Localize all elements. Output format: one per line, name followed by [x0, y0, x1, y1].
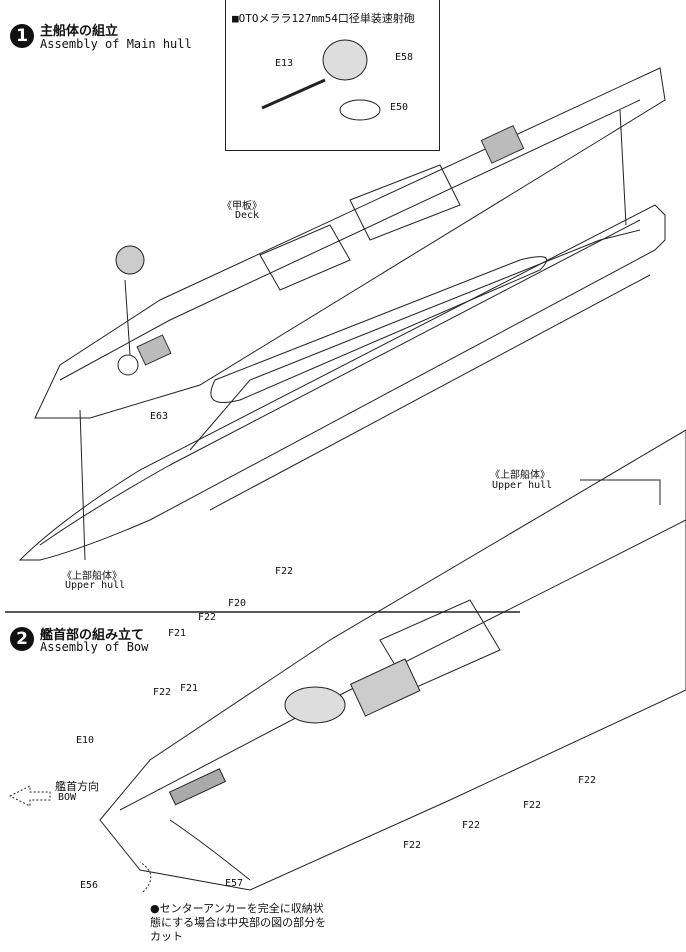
- part-f22: F22: [275, 566, 294, 577]
- part-e63: E63: [150, 411, 169, 422]
- bow-direction-en: BOW: [58, 792, 77, 803]
- part-f22: F22: [403, 840, 422, 851]
- upper-hull-label-2-en: Upper hull: [492, 480, 553, 491]
- anchor-note: ●センターアンカーを完全に収納状態にする場合は中央部の図の部分をカット: [150, 902, 327, 943]
- step-2-number: 2: [10, 627, 34, 651]
- part-e50: E50: [390, 102, 409, 113]
- upper-hull-part: [18, 204, 666, 561]
- part-f21: F21: [180, 683, 199, 694]
- part-f22: F22: [198, 612, 217, 623]
- part-f20: F20: [228, 598, 247, 609]
- part-e57: E57: [225, 878, 244, 889]
- step-2-title-en: Assembly of Bow: [40, 640, 149, 654]
- bow-direction-jp: 艦首方向: [55, 780, 99, 793]
- step-1-title-jp: 主船体の組立: [40, 24, 119, 39]
- part-e56: E56: [80, 880, 99, 891]
- part-f21: F21: [168, 628, 187, 639]
- bow-hull-part: [99, 429, 686, 891]
- deck-part: [34, 67, 666, 419]
- step-1-title-en: Assembly of Main hull: [40, 37, 192, 51]
- gun-inset-box: [225, 0, 440, 151]
- part-e13: E13: [275, 58, 294, 69]
- deck-label-jp: 《甲板》: [222, 201, 262, 212]
- part-e58: E58: [395, 52, 414, 63]
- part-f22: F22: [462, 820, 481, 831]
- step-2-title-jp: 艦首部の組み立て: [40, 628, 145, 643]
- deck-label-en: Deck: [235, 210, 260, 221]
- part-f22: F22: [578, 775, 597, 786]
- upper-hull-label-jp: 《上部船体》: [62, 571, 122, 582]
- part-f22: F22: [153, 687, 172, 698]
- step-1-number: 1: [10, 24, 34, 48]
- inset-title: ■OTOメララ127mm54口径単装速射砲: [232, 12, 415, 25]
- upper-hull-label-en: Upper hull: [65, 580, 126, 591]
- part-e10: E10: [76, 735, 95, 746]
- part-f22: F22: [523, 800, 542, 811]
- upper-hull-label-2-jp: 《上部船体》: [490, 470, 550, 481]
